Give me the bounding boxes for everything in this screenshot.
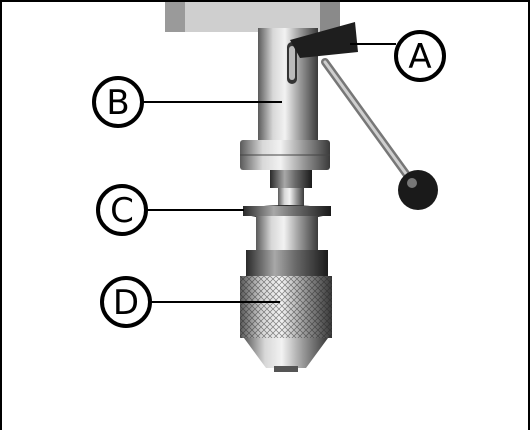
depth-stop-bracket	[290, 22, 358, 58]
chuck-upper-body	[246, 216, 328, 276]
callout-a: A	[350, 30, 446, 82]
callout-label-a: A	[408, 37, 431, 77]
callout-label-c: C	[110, 191, 134, 231]
callout-label-d: D	[113, 283, 139, 323]
callout-c: C	[96, 184, 244, 236]
drill-head-housing	[165, 2, 340, 32]
chuck-knurled-sleeve	[240, 276, 332, 338]
callout-label-b: B	[106, 83, 129, 123]
callout-d: D	[100, 276, 280, 328]
feed-lever	[321, 58, 438, 210]
drift-wedge-plate	[243, 205, 331, 219]
callout-b: B	[92, 76, 282, 128]
arbor	[270, 170, 312, 206]
spindle-collar	[240, 140, 330, 170]
chuck-nose	[244, 338, 328, 372]
